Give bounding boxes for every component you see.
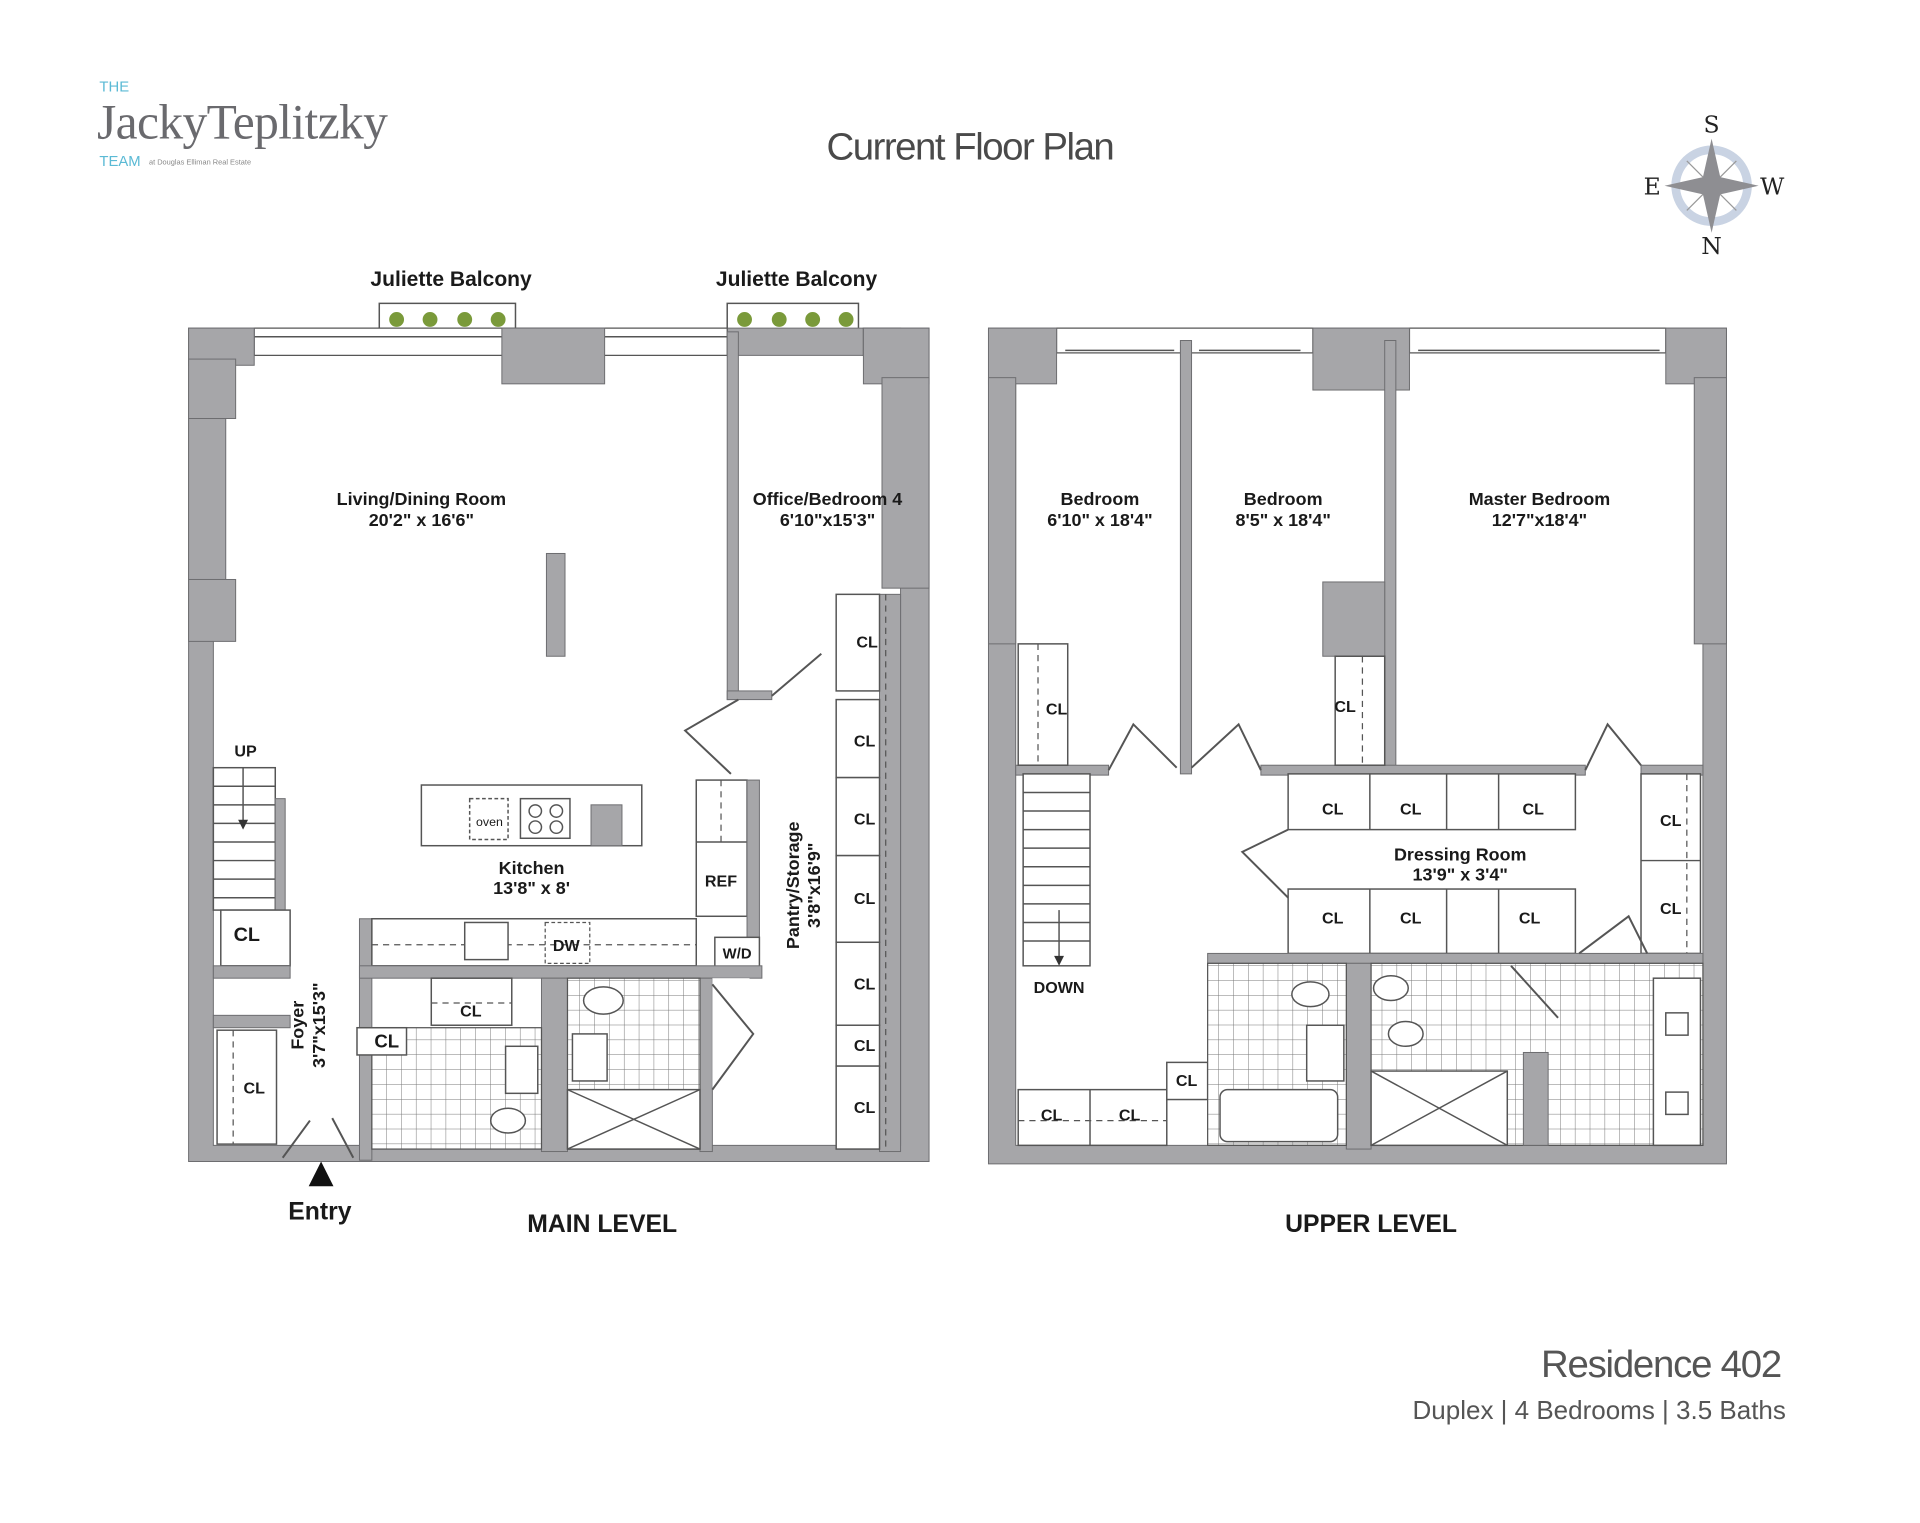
office-bedroom4-dims: 6'10"x15'3" (780, 510, 875, 530)
pantry-name: Pantry/Storage (783, 822, 803, 950)
closet-label: CL (234, 924, 260, 946)
closet-label: CL (1046, 700, 1068, 718)
logo-name: JackyTeplitzky (97, 95, 388, 150)
foyer-name: Foyer (288, 1001, 308, 1050)
washer-dryer-label: W/D (723, 946, 752, 962)
closet-label: CL (1322, 910, 1344, 928)
dressing-room-dims: 13'9" x 3'4" (1413, 864, 1508, 884)
dressing-room: CL CL CL CL CL CL Dressing Room 13'9" x … (1240, 773, 1577, 955)
compass-s: S (1704, 110, 1720, 138)
stairs-up: UP (212, 743, 286, 917)
closet-label: CL (244, 1079, 266, 1097)
page-title: Current Floor Plan (827, 126, 1114, 169)
logo-subtitle: at Douglas Elliman Real Estate (149, 158, 251, 167)
pantry-dims: 3'8"x16'9" (804, 843, 824, 928)
office-bedroom4-name: Office/Bedroom 4 (753, 489, 903, 509)
juliette-balcony-1 (378, 302, 517, 333)
compass-w: W (1760, 172, 1785, 200)
dressing-room-name: Dressing Room (1394, 845, 1527, 865)
closet-label: CL (460, 1003, 482, 1021)
entry-label: Entry (288, 1199, 352, 1226)
bedroom-2-dims: 8'5" x 18'4" (1235, 510, 1330, 530)
upper-level-plan: Bedroom 6'10" x 18'4" Bedroom 8'5" x 18'… (987, 327, 1727, 1238)
closet-label: CL (1400, 801, 1422, 819)
powder-room: CL CL (356, 977, 543, 1150)
compass-rose-icon: S E W N (1644, 110, 1786, 259)
residence-details: Duplex | 4 Bedrooms | 3.5 Baths (1413, 1395, 1786, 1425)
main-bathroom (566, 977, 755, 1150)
entry-arrow-icon (308, 1161, 334, 1187)
closet-label: CL (854, 733, 876, 751)
closet-label: CL (854, 975, 876, 993)
logo-the: THE (99, 80, 129, 96)
logo: THE JackyTeplitzky TEAM at Douglas Ellim… (97, 80, 389, 170)
structural-column (545, 552, 566, 657)
vanity-sink (504, 1045, 539, 1095)
closet-label: CL (374, 1031, 399, 1052)
logo-team: TEAM (99, 154, 140, 170)
residence-title: Residence 402 (1541, 1343, 1781, 1386)
master-bedroom-name: Master Bedroom (1469, 489, 1611, 509)
main-level-plan: Juliette Balcony Juliette Balcony (188, 268, 930, 1238)
oven-label: oven (476, 815, 503, 829)
kitchen-counter (371, 918, 698, 967)
balcony-label-2: Juliette Balcony (716, 268, 878, 291)
closet-label: CL (1322, 801, 1344, 819)
bathtub-icon (1219, 1088, 1339, 1143)
closet-label: CL (854, 811, 876, 829)
closet-label: CL (1176, 1072, 1198, 1090)
kitchen-name: Kitchen (499, 858, 565, 878)
cooktop-burners-icon (519, 797, 571, 840)
stairs-up-label: UP (234, 743, 257, 761)
bedroom-1-dims: 6'10" x 18'4" (1047, 510, 1152, 530)
living-dining-dims: 20'2" x 16'6" (369, 510, 474, 530)
vanity-sink (571, 1033, 608, 1082)
closet-label: CL (1119, 1107, 1141, 1125)
closet-label: CL (1400, 910, 1422, 928)
master-bedroom-dims: 12'7"x18'4" (1492, 510, 1587, 530)
closet-label: CL (1041, 1107, 1063, 1125)
stairs-down: DOWN (1022, 773, 1091, 997)
dishwasher-label: DW (553, 937, 581, 955)
bedroom-1-name: Bedroom (1061, 489, 1140, 509)
compass-e: E (1644, 172, 1661, 200)
closet-label: CL (854, 890, 876, 908)
closet-label: CL (1334, 698, 1356, 716)
bedroom-2-name: Bedroom (1244, 489, 1323, 509)
compass-n: N (1701, 232, 1722, 260)
toilet-icon (582, 986, 624, 1015)
main-level-label: MAIN LEVEL (527, 1211, 677, 1238)
toilet-icon (1372, 974, 1409, 1002)
closet-label: CL (854, 1099, 876, 1117)
double-vanity (1652, 977, 1702, 1147)
kitchen-sink (463, 921, 509, 961)
toilet-icon (1291, 981, 1330, 1008)
refrigerator-label: REF (705, 873, 737, 891)
vanity-sink (1305, 1024, 1345, 1082)
closet-label: CL (1523, 801, 1545, 819)
closet-label: CL (1519, 910, 1541, 928)
foyer-dims: 3'7"x15'3" (309, 983, 329, 1068)
closet-label: CL (854, 1037, 876, 1055)
closet-label: CL (1660, 812, 1682, 830)
closet-label: CL (1660, 900, 1682, 918)
hall-bathroom (1207, 962, 1347, 1146)
washer-dryer (714, 936, 761, 968)
juliette-balcony-2 (726, 302, 860, 333)
closet-label: CL (856, 634, 878, 652)
kitchen-dims: 13'8" x 8' (493, 878, 570, 898)
master-bathroom (1370, 914, 1704, 1147)
stairs-down-label: DOWN (1034, 979, 1085, 997)
balcony-label-1: Juliette Balcony (370, 268, 532, 291)
living-dining-name: Living/Dining Room (337, 489, 506, 509)
refrigerator (695, 779, 748, 918)
toilet-icon (489, 1107, 527, 1134)
upper-level-label: UPPER LEVEL (1285, 1211, 1457, 1238)
closet-column: CL CL CL CL CL CL CL (835, 593, 902, 1153)
bidet-icon (1387, 1020, 1424, 1048)
kitchen-island: oven (420, 784, 643, 847)
